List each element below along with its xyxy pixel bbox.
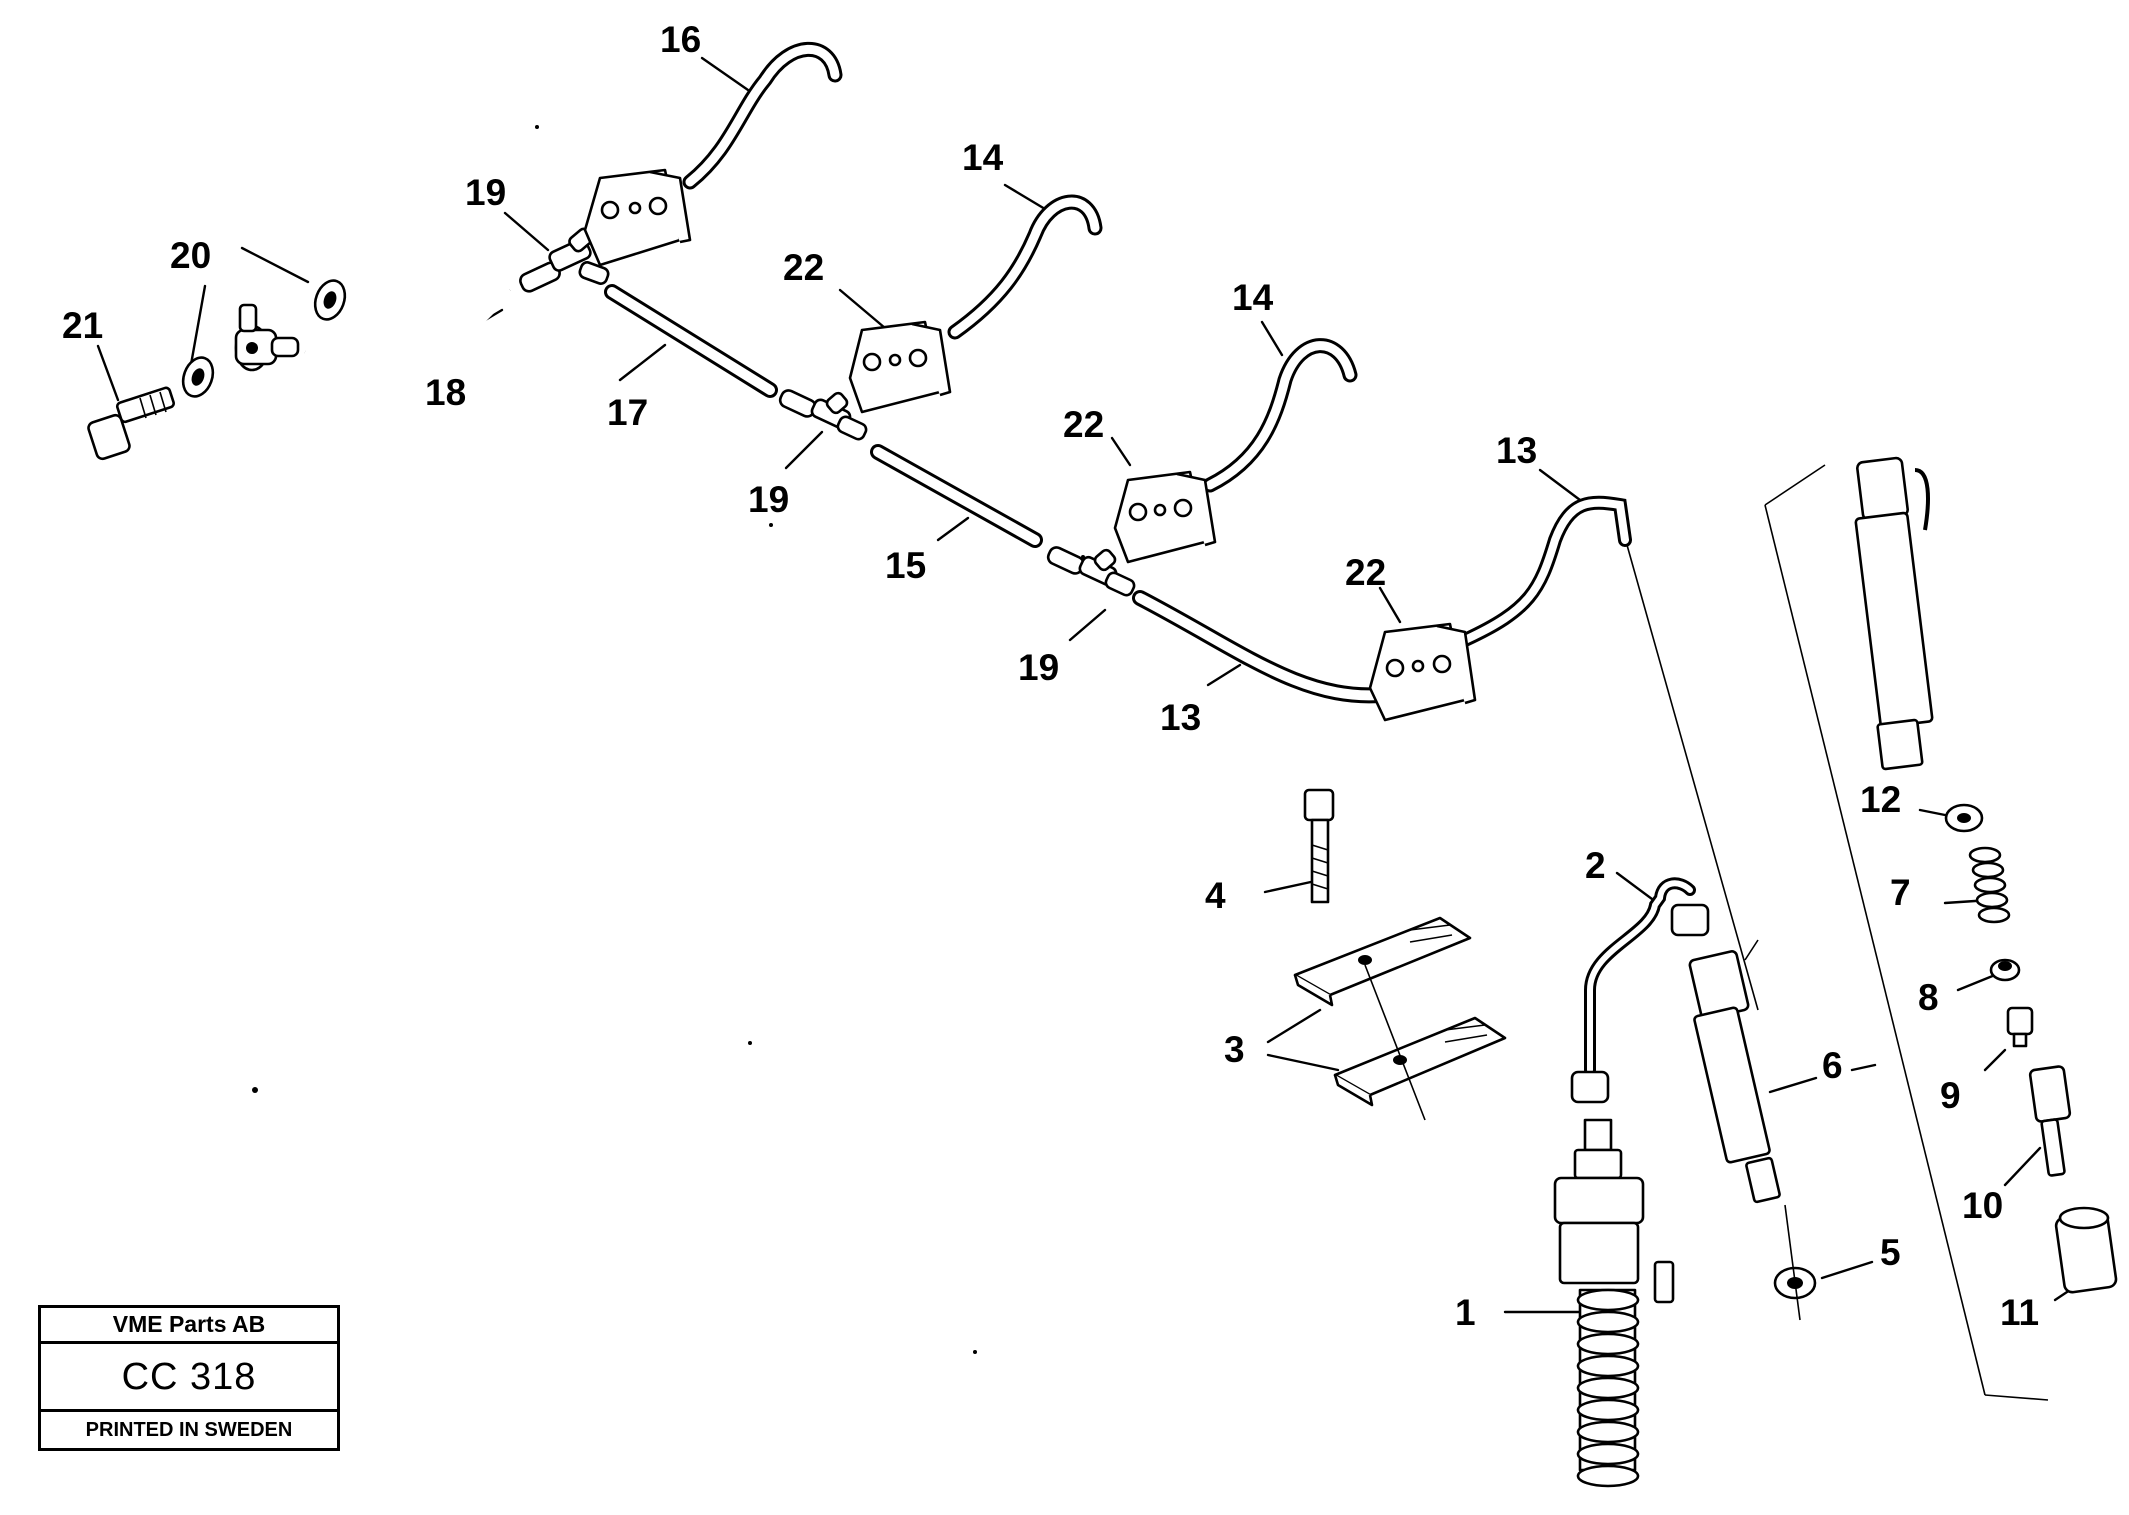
label-22-first: 22 — [783, 247, 824, 288]
washer-12 — [1944, 803, 1984, 833]
clamp-block-22c — [1368, 622, 1477, 722]
label-14-top: 14 — [962, 137, 1004, 178]
injector-6 — [1688, 939, 1781, 1204]
exploded-bracket — [1764, 464, 2049, 1401]
clamp-plate-lower — [1333, 1016, 1507, 1107]
delivery-pipe-2 — [1570, 877, 1710, 1104]
injector-axis-line — [1784, 1204, 1801, 1321]
hose-13-lower — [1132, 590, 1388, 704]
label-3: 3 — [1224, 1029, 1245, 1070]
label-6: 6 — [1822, 1045, 1843, 1086]
banjo-elbow — [234, 303, 300, 372]
label-16: 16 — [660, 19, 701, 60]
hose-14-middle — [1202, 338, 1358, 493]
hose-17 — [604, 284, 778, 398]
washer-20-left — [181, 356, 215, 398]
label-4: 4 — [1205, 875, 1226, 916]
drawing-number: CC 318 — [41, 1344, 337, 1412]
label-20: 20 — [170, 235, 211, 276]
hose-18 — [304, 286, 514, 362]
spring-7 — [1968, 846, 2011, 924]
leader-lines — [96, 56, 2087, 1314]
label-8: 8 — [1918, 977, 1939, 1018]
label-19-bottom: 19 — [1018, 647, 1059, 688]
pump-element-1 — [1553, 1118, 1675, 1488]
label-21: 21 — [62, 305, 103, 346]
label-12: 12 — [1860, 779, 1901, 820]
label-13-bottom: 13 — [1160, 697, 1201, 738]
hose-14-top — [947, 194, 1103, 340]
pump-spring — [1576, 1288, 1640, 1488]
label-17: 17 — [607, 392, 648, 433]
tee-connector-bottom — [1046, 546, 1136, 597]
label-11: 11 — [2000, 1292, 2039, 1333]
clamp-block-22b — [1113, 470, 1217, 564]
part-number-labels: 16 19 20 21 18 17 14 22 14 19 22 15 13 2… — [62, 19, 2039, 1333]
title-block: VME Parts AB CC 318 PRINTED IN SWEDEN — [38, 1305, 340, 1451]
label-10: 10 — [1962, 1185, 2003, 1226]
label-1: 1 — [1455, 1292, 1476, 1333]
company-name: VME Parts AB — [41, 1308, 337, 1344]
bolt-axis-line — [1364, 964, 1426, 1121]
label-19-top: 19 — [465, 172, 506, 213]
clamp-plate-upper — [1293, 916, 1472, 1007]
bolt-4 — [1303, 788, 1335, 904]
scan-specks — [252, 125, 1085, 1354]
print-note: PRINTED IN SWEDEN — [85, 1419, 293, 1441]
label-19-middle: 19 — [748, 479, 789, 520]
spring-seat-8 — [1989, 958, 2021, 982]
label-22-third: 22 — [1345, 552, 1386, 593]
banjo-bolt-21 — [87, 386, 175, 461]
label-9: 9 — [1940, 1075, 1961, 1116]
nut-11 — [2054, 1206, 2118, 1294]
nozzle-holder — [1854, 456, 1934, 771]
hose-15 — [870, 444, 1043, 548]
nozzle-10 — [2028, 1065, 2072, 1177]
tee-connector-middle — [778, 389, 868, 441]
spindle-9 — [2006, 1006, 2034, 1048]
clamp-block-22a — [848, 320, 952, 414]
label-7: 7 — [1890, 872, 1911, 913]
washer-20-right — [313, 279, 347, 321]
hose-16 — [682, 41, 843, 190]
label-2: 2 — [1585, 845, 1606, 886]
label-22-second: 22 — [1063, 404, 1104, 445]
label-15: 15 — [885, 545, 926, 586]
label-13-top: 13 — [1496, 430, 1537, 471]
label-14-middle: 14 — [1232, 277, 1274, 318]
hose-13-upper — [1458, 495, 1759, 1011]
label-5: 5 — [1880, 1232, 1901, 1273]
clamp-block-top — [583, 168, 692, 267]
label-18: 18 — [425, 372, 466, 413]
